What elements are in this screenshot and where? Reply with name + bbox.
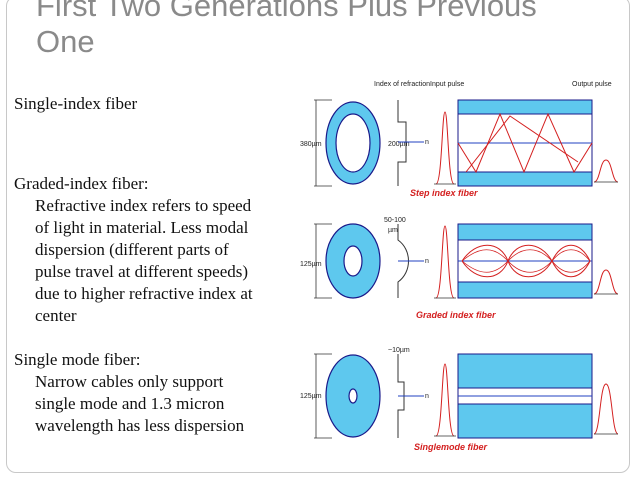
slide-body: Single-index fiber Graded-index fiber: R… [14, 93, 319, 437]
step-index-row: 380µm 200µm n Step index fiber [300, 99, 619, 198]
header-input-pulse: Input pulse [430, 81, 464, 88]
single-mode-line-2: single mode and 1.3 micron [35, 394, 225, 413]
single-mode-label: Singlemode fiber [414, 442, 488, 452]
header-output-pulse: Output pulse [572, 81, 612, 88]
single-inner-dimension: ~10µm [388, 347, 410, 354]
section-heading-single-index: Single-index fiber [14, 94, 138, 113]
single-mode-line-1: Narrow cables only support [35, 372, 224, 391]
single-axis-label: n [425, 393, 429, 400]
graded-line-6: center [35, 306, 77, 325]
graded-line-5: due to higher refractive index at [35, 284, 253, 303]
graded-inner-dimension-1: 50-100 [384, 217, 406, 224]
step-inner-dimension: 200µm [388, 141, 410, 148]
graded-line-4: pulse travel at different speeds) [35, 262, 249, 281]
single-outer-dimension: 125µm [300, 393, 322, 400]
graded-line-3: dispersion (different parts of [35, 240, 229, 259]
graded-index-label: Graded index fiber [416, 310, 496, 320]
graded-axis-label: n [425, 258, 429, 265]
header-index-of-refraction: Index of refraction [374, 81, 430, 88]
slide-frame [6, 0, 630, 473]
step-outer-dimension: 380µm [300, 141, 322, 148]
graded-inner-dimension-2: µm [388, 227, 398, 234]
step-axis-label: n [425, 139, 429, 146]
graded-outer-dimension: 125µm [300, 261, 322, 268]
graded-line-1: Refractive index refers to speed [35, 196, 252, 215]
single-mode-row: 125µm ~10µm n Singlemode fiber [300, 347, 619, 452]
step-index-label: Step index fiber [410, 188, 478, 198]
section-heading-graded-index: Graded-index fiber: [14, 174, 149, 193]
fiber-types-diagram: Index of refraction Input pulse Output p… [300, 81, 619, 452]
single-mode-line-3: wavelength has less dispersion [35, 416, 245, 435]
graded-index-row: 125µm 50-100 µm n Graded index fiber [300, 217, 619, 320]
section-heading-single-mode: Single mode fiber: [14, 350, 141, 369]
slide-title: First Two Generations Plus Previous One [36, 0, 537, 59]
graded-line-2: of light in material. Less modal [35, 218, 249, 237]
